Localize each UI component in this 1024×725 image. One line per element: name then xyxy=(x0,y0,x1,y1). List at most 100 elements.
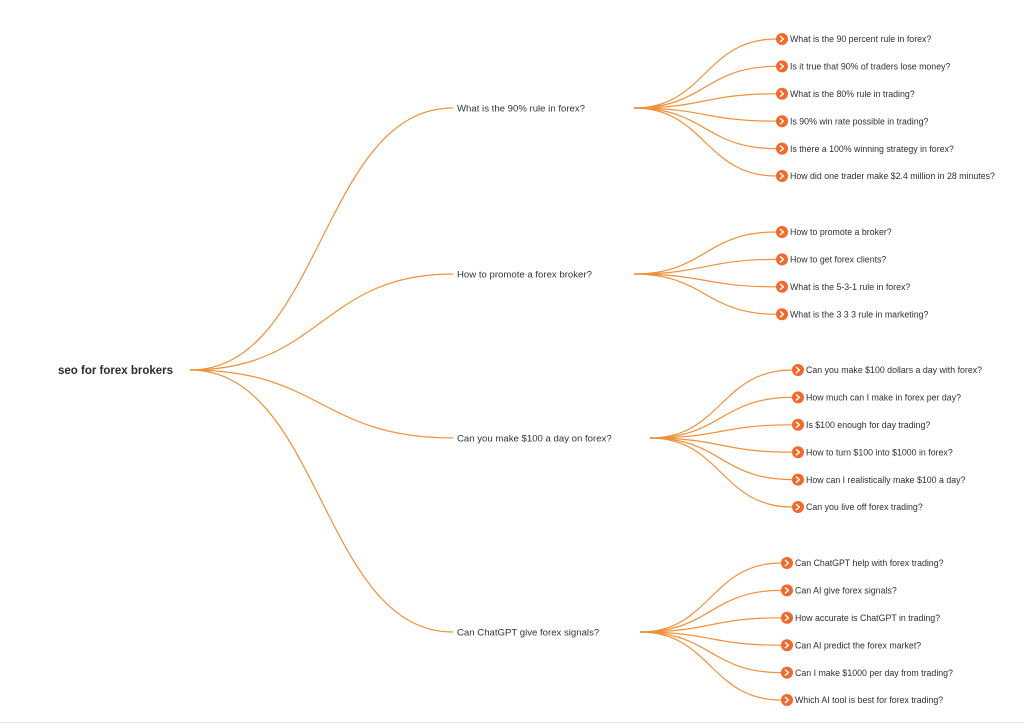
chevron-right-icon[interactable] xyxy=(776,60,788,73)
edge-branch-to-leaf xyxy=(633,38,777,109)
edge-branch-to-leaf xyxy=(649,424,793,439)
chevron-right-icon[interactable] xyxy=(781,666,793,679)
edge-branch-to-leaf xyxy=(649,437,793,481)
leaf-label: How to turn $100 into $1000 in forex? xyxy=(806,447,953,457)
chevron-right-icon[interactable] xyxy=(776,115,788,128)
leaf-label: Can you live off forex trading? xyxy=(806,502,923,512)
chevron-right-icon[interactable] xyxy=(781,639,793,652)
edge-branch-to-leaf xyxy=(639,617,782,633)
edge-branch-to-leaf xyxy=(649,396,793,439)
leaf-label: What is the 5-3-1 rule in forex? xyxy=(790,282,910,292)
chevron-right-icon[interactable] xyxy=(781,584,793,597)
chevron-right-icon[interactable] xyxy=(776,308,788,321)
chevron-right-icon[interactable] xyxy=(781,557,793,569)
edge-branch-to-leaf xyxy=(649,369,793,439)
edge-root-to-branch xyxy=(189,369,454,633)
edge-branch-to-leaf xyxy=(639,631,782,701)
edge-branch-to-leaf xyxy=(639,589,782,633)
leaf-node[interactable]: Is $100 enough for day trading? xyxy=(792,418,930,431)
leaf-node[interactable]: How to get forex clients? xyxy=(776,253,886,266)
edge-branch-to-leaf xyxy=(649,437,793,453)
branch-node[interactable]: Can ChatGPT give forex signals? xyxy=(457,628,599,639)
leaf-node[interactable]: What is the 5-3-1 rule in forex? xyxy=(776,280,910,293)
leaf-node[interactable]: Is there a 100% winning strategy in fore… xyxy=(776,142,954,155)
leaf-node[interactable]: Can ChatGPT help with forex trading? xyxy=(781,557,944,569)
leaf-label: Can AI predict the forex market? xyxy=(795,640,921,650)
leaf-label: How to promote a broker? xyxy=(790,227,892,237)
leaf-node[interactable]: What is the 3 3 3 rule in marketing? xyxy=(776,308,928,321)
leaf-label: How to get forex clients? xyxy=(790,255,886,265)
leaf-node[interactable]: Can you make $100 dollars a day with for… xyxy=(792,364,982,376)
root-node[interactable]: seo for forex brokers xyxy=(58,365,173,377)
leaf-label: Is 90% win rate possible in trading? xyxy=(790,116,928,126)
edge-branch-to-leaf xyxy=(633,65,777,109)
chevron-right-icon[interactable] xyxy=(792,446,804,459)
chevron-right-icon[interactable] xyxy=(776,253,788,266)
leaf-label: How accurate is ChatGPT in trading? xyxy=(795,613,940,623)
leaf-node[interactable]: How to turn $100 into $1000 in forex? xyxy=(792,446,953,459)
leaf-node[interactable]: What is the 80% rule in trading? xyxy=(776,87,915,100)
edge-branch-to-leaf xyxy=(633,231,777,275)
leaf-label: Is $100 enough for day trading? xyxy=(806,420,930,430)
leaf-node[interactable]: What is the 90 percent rule in forex? xyxy=(776,33,931,45)
leaf-node[interactable]: How can I realistically make $100 a day? xyxy=(792,473,966,486)
edge-branch-to-leaf xyxy=(633,107,777,150)
chevron-right-icon[interactable] xyxy=(792,364,804,376)
branch-node[interactable]: Can you make $100 a day on forex? xyxy=(457,434,612,445)
leaf-label: How can I realistically make $100 a day? xyxy=(806,475,966,485)
edge-branch-to-leaf xyxy=(639,562,782,633)
chevron-right-icon[interactable] xyxy=(792,418,804,431)
edge-branch-to-leaf xyxy=(649,437,793,508)
chevron-right-icon[interactable] xyxy=(776,280,788,293)
edge-branch-to-leaf xyxy=(633,273,777,315)
leaf-label: Can AI give forex signals? xyxy=(795,586,897,596)
leaf-node[interactable]: Which AI tool is best for forex trading? xyxy=(781,694,943,706)
chevron-right-icon[interactable] xyxy=(776,87,788,100)
leaf-label: Can you make $100 dollars a day with for… xyxy=(806,365,982,375)
leaf-label: Can I make $1000 per day from trading? xyxy=(795,668,953,678)
nodes-layer: seo for forex brokers What is the 90% ru… xyxy=(58,33,995,706)
leaf-node[interactable]: How did one trader make $2.4 million in … xyxy=(776,170,995,182)
chevron-right-icon[interactable] xyxy=(776,226,788,238)
chevron-right-icon[interactable] xyxy=(792,501,804,513)
branch-node[interactable]: What is the 90% rule in forex? xyxy=(457,104,585,115)
bottom-divider xyxy=(0,722,1024,723)
edge-branch-to-leaf xyxy=(633,107,777,177)
leaf-label: Which AI tool is best for forex trading? xyxy=(795,695,943,705)
chevron-right-icon[interactable] xyxy=(792,391,804,404)
branch-node[interactable]: How to promote a forex broker? xyxy=(457,270,592,281)
leaf-node[interactable]: How to promote a broker? xyxy=(776,226,892,238)
leaf-label: How did one trader make $2.4 million in … xyxy=(790,171,995,181)
chevron-right-icon[interactable] xyxy=(776,33,788,45)
chevron-right-icon[interactable] xyxy=(776,170,788,182)
edges-layer xyxy=(189,38,793,701)
leaf-label: What is the 3 3 3 rule in marketing? xyxy=(790,309,928,319)
leaf-node[interactable]: How much can I make in forex per day? xyxy=(792,391,961,404)
edge-root-to-branch xyxy=(189,369,454,439)
leaf-node[interactable]: Is 90% win rate possible in trading? xyxy=(776,115,928,128)
chevron-right-icon[interactable] xyxy=(781,611,793,624)
leaf-label: What is the 90 percent rule in forex? xyxy=(790,34,931,44)
leaf-node[interactable]: How accurate is ChatGPT in trading? xyxy=(781,611,940,624)
edge-root-to-branch xyxy=(189,107,454,371)
edge-branch-to-leaf xyxy=(633,258,777,275)
edge-branch-to-leaf xyxy=(639,631,782,646)
edge-root-to-branch xyxy=(189,273,454,371)
leaf-label: Is it true that 90% of traders lose mone… xyxy=(790,62,950,72)
leaf-node[interactable]: Can I make $1000 per day from trading? xyxy=(781,666,953,679)
leaf-label: Is there a 100% winning strategy in fore… xyxy=(790,144,954,154)
edge-branch-to-leaf xyxy=(633,273,777,288)
edge-branch-to-leaf xyxy=(633,107,777,122)
chevron-right-icon[interactable] xyxy=(792,473,804,486)
edge-branch-to-leaf xyxy=(633,93,777,109)
chevron-right-icon[interactable] xyxy=(776,142,788,155)
edge-branch-to-leaf xyxy=(639,631,782,674)
chevron-right-icon[interactable] xyxy=(781,694,793,706)
leaf-node[interactable]: Can AI give forex signals? xyxy=(781,584,897,597)
leaf-node[interactable]: Is it true that 90% of traders lose mone… xyxy=(776,60,950,73)
leaf-node[interactable]: Can AI predict the forex market? xyxy=(781,639,921,652)
leaf-label: Can ChatGPT help with forex trading? xyxy=(795,558,944,568)
leaf-node[interactable]: Can you live off forex trading? xyxy=(792,501,923,513)
leaf-label: How much can I make in forex per day? xyxy=(806,393,961,403)
